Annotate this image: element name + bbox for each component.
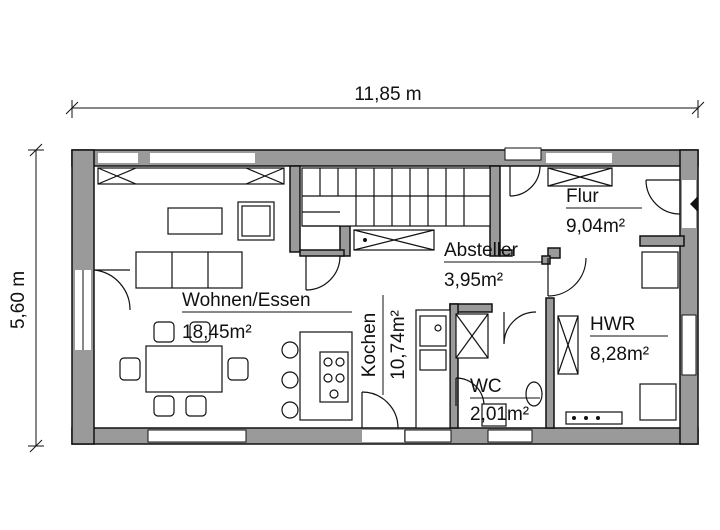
room-wohnen-area: 18,45m²	[182, 322, 252, 343]
dimension-height: 5,60 m	[8, 143, 44, 453]
room-kochen-name: Kochen	[359, 313, 380, 377]
room-kochen-area: 10,74m²	[388, 310, 409, 380]
dimension-width-label: 11,85 m	[354, 84, 421, 105]
room-wc-name: WC	[470, 376, 502, 397]
utility-furniture	[481, 167, 679, 427]
room-hwr-area: 8,28m²	[590, 344, 649, 365]
room-abstellraum-name: Absteller	[444, 240, 519, 261]
room-flur-area: 9,04m²	[566, 216, 625, 237]
room-wohnen-name: Wohnen/Essen	[182, 290, 311, 311]
openings	[75, 147, 698, 443]
dimension-width: 11,85 m	[65, 84, 705, 118]
room-abstellraum-area: 3,95m²	[444, 270, 503, 291]
staircase	[301, 167, 491, 251]
dimension-height-label: 5,60 m	[8, 271, 29, 329]
living-furniture	[93, 167, 285, 417]
kitchen-furniture	[281, 309, 489, 429]
room-hwr-name: HWR	[590, 314, 635, 335]
room-labels: Wohnen/Essen 18,45m² Kochen 10,74m² Abst…	[182, 186, 668, 425]
door-swings	[305, 165, 681, 407]
room-flur-name: Flur	[566, 186, 599, 207]
room-wc-area: 2,01m²	[470, 404, 529, 425]
